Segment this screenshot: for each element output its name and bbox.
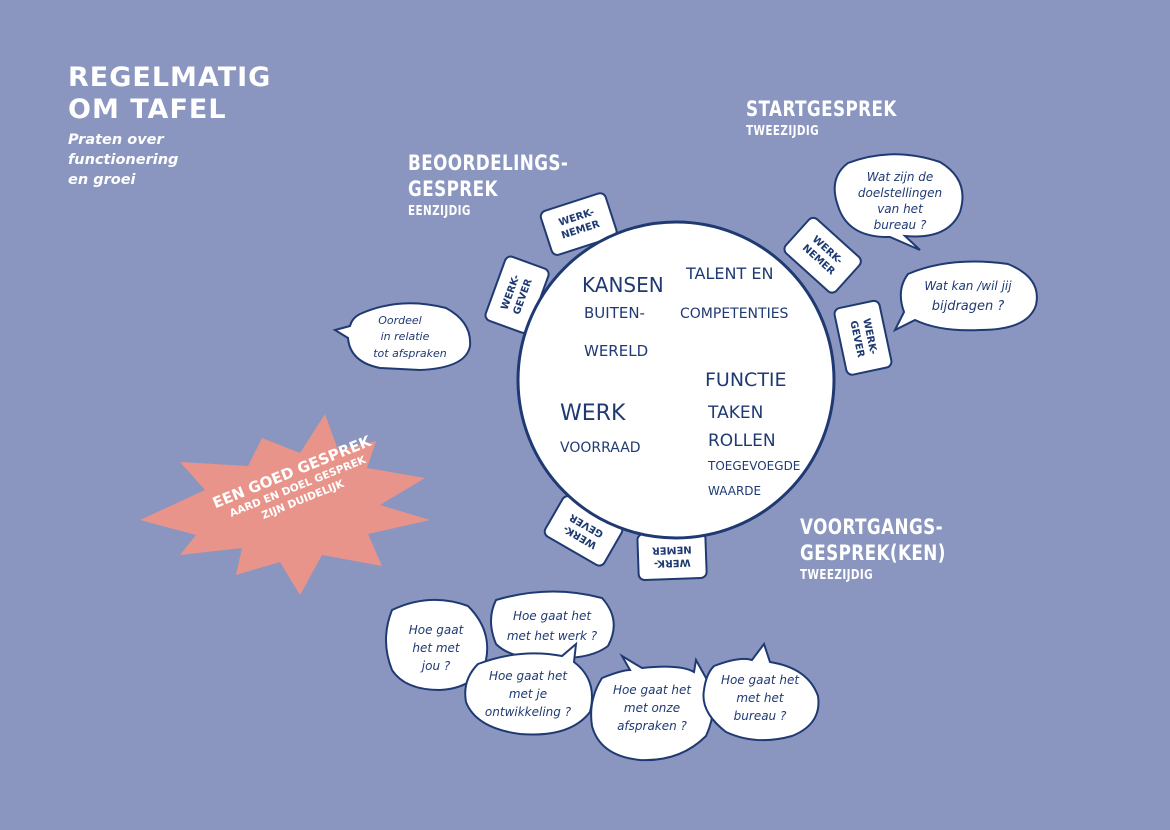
topic-line: WERK xyxy=(560,401,626,426)
bubble-line: Wat kan /wil jij xyxy=(924,279,1012,293)
bubble-line: met het xyxy=(736,691,785,705)
bubble-line: Hoe gaat het xyxy=(721,673,800,687)
beoordelingsgesprek-label: BEOORDELINGS- GESPREK EENZIJDIG xyxy=(408,150,568,220)
topic-line: KANSEN xyxy=(582,273,664,297)
topic-functie: FUNCTIE TAKEN ROLLEN TOEGEVOEGDE WAARDE xyxy=(705,369,800,498)
bubble-line: bureau ? xyxy=(874,218,927,232)
round-table xyxy=(516,220,836,540)
bubble-line: Hoe gaat het xyxy=(489,669,568,683)
chair-werkgever-right: WERK- GEVER xyxy=(833,299,893,376)
bubble-line: bureau ? xyxy=(734,709,787,723)
topic-line: TAKEN xyxy=(707,403,763,423)
speech-bubble-doelstellingen: Wat zijn de doelstellingen van het burea… xyxy=(833,153,964,251)
topic-line: WERELD xyxy=(584,342,648,360)
title-block: REGELMATIG OM TAFEL Praten over function… xyxy=(68,62,271,190)
speech-bubble-oordeel: Oordeel in relatie tot afspraken xyxy=(332,302,472,372)
subtitle-line: en groei xyxy=(68,172,136,188)
speech-bubble-afspraken: Hoe gaat het met onze afspraken ? xyxy=(590,653,714,762)
bubble-line: met je xyxy=(509,687,547,701)
topic-kansen: KANSEN BUITEN- WERELD xyxy=(582,273,664,360)
topic-talent: TALENT EN COMPETENTIES xyxy=(680,264,789,322)
bubble-line: Hoe gaat xyxy=(409,623,465,637)
page-title-line2: OM TAFEL xyxy=(68,94,227,125)
page-title-line1: REGELMATIG xyxy=(68,62,272,93)
topic-line: FUNCTIE xyxy=(705,369,787,391)
bubble-line: tot afspraken xyxy=(373,347,447,360)
page-subtitle: Praten over functionering en groei xyxy=(68,130,271,190)
bubble-line: afspraken ? xyxy=(617,719,687,733)
bubble-line: van het xyxy=(877,202,924,216)
topic-line: BUITEN- xyxy=(584,304,645,322)
bubble-line: het met xyxy=(412,641,461,655)
speech-bubble-bijdragen: Wat kan /wil jij bijdragen ? xyxy=(892,260,1038,333)
voortgangsgesprek-subtitle: TWEEZIJDIG xyxy=(800,568,874,583)
chair-label: WERK- xyxy=(654,556,691,568)
startgesprek-subtitle: TWEEZIJDIG xyxy=(746,124,820,139)
beoordelingsgesprek-title-line1: BEOORDELINGS- xyxy=(408,151,569,175)
speech-bubble-bureau: Hoe gaat het met het bureau ? xyxy=(702,641,820,742)
chair-werknemer-top: WERK- NEMER xyxy=(539,192,618,256)
bubble-line: Hoe gaat het xyxy=(513,609,592,623)
bubble-line: Oordeel xyxy=(378,314,421,327)
bubble-line: Hoe gaat het xyxy=(613,683,692,697)
bubble-line: in relatie xyxy=(381,330,430,343)
topic-line: WAARDE xyxy=(708,484,761,498)
bubble-line: Wat zijn de xyxy=(867,170,933,184)
bubble-line: ontwikkeling ? xyxy=(485,705,572,719)
speech-bubble-ontwikkeling: Hoe gaat het met je ontwikkeling ? xyxy=(464,641,593,736)
topic-line: TALENT EN xyxy=(685,264,773,283)
beoordelingsgesprek-subtitle: EENZIJDIG xyxy=(408,204,471,219)
topic-line: VOORRAAD xyxy=(560,440,641,456)
beoordelingsgesprek-title-line2: GESPREK xyxy=(408,177,498,201)
bubble-line: bijdragen ? xyxy=(932,299,1005,314)
subtitle-line: functionering xyxy=(68,152,179,168)
voortgangsgesprek-title-line2: GESPREK(KEN) xyxy=(800,541,946,565)
topic-line: COMPETENTIES xyxy=(680,306,789,322)
subtitle-line: Praten over xyxy=(68,132,164,148)
startgesprek-title: STARTGESPREK xyxy=(746,97,897,121)
topic-line: ROLLEN xyxy=(708,431,776,451)
bubble-line: met onze xyxy=(624,701,680,715)
chair-werknemer-right: WERK- NEMER xyxy=(783,216,862,294)
speech-bubble-met-werk: Hoe gaat het met het werk ? xyxy=(490,590,615,660)
topic-werk: WERK VOORRAAD xyxy=(560,401,641,456)
badge-starburst xyxy=(140,414,430,595)
bubble-line: jou ? xyxy=(420,659,451,673)
topic-line: TOEGEVOEGDE xyxy=(707,459,800,473)
bubble-line: met het werk ? xyxy=(507,629,598,643)
voortgangsgesprek-label: VOORTGANGS- GESPREK(KEN) TWEEZIJDIG xyxy=(800,514,946,584)
bubble-line: doelstellingen xyxy=(858,186,942,200)
voortgangsgesprek-title-line1: VOORTGANGS- xyxy=(800,515,944,539)
startgesprek-label: STARTGESPREK TWEEZIJDIG xyxy=(746,96,897,140)
chair-label: NEMER xyxy=(651,543,691,555)
chair-werknemer-bottom: WERK- NEMER xyxy=(636,531,708,581)
